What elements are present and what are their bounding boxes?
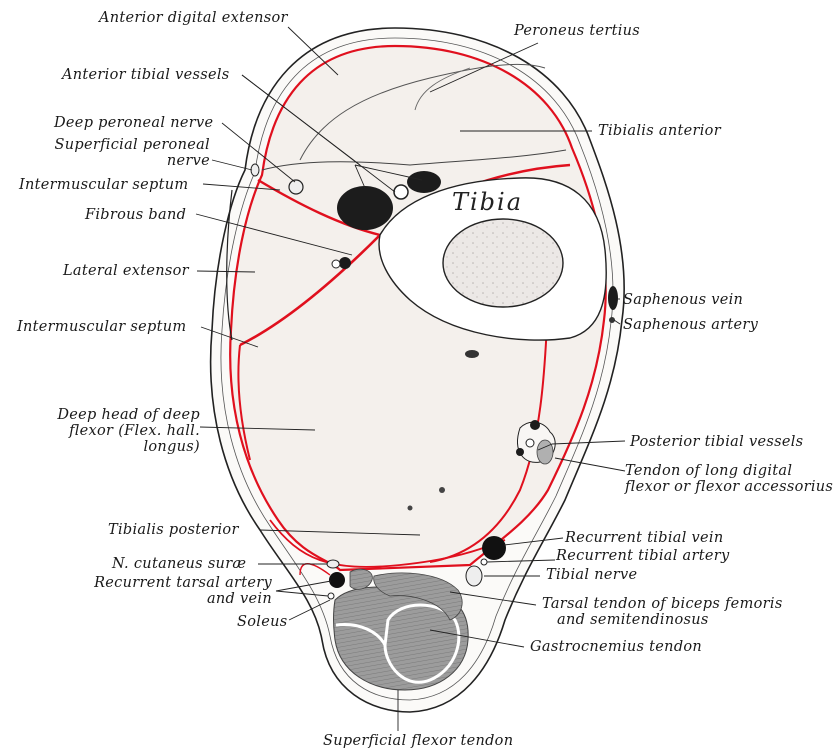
saphenous-artery-mark: [609, 317, 615, 323]
fibrous-band-vessel: [339, 257, 351, 269]
label-tarsal-tendon-line2: and semitendinosus: [557, 612, 709, 628]
label-deep-peroneal-nerve: Deep peroneal nerve: [54, 115, 214, 131]
label-recurrent-tarsal-line2: and vein: [206, 591, 272, 607]
label-recurrent-tibial-artery: Recurrent tibial artery: [556, 548, 730, 564]
label-tendon-long-digital-line2: flexor or flexor accessorius: [625, 479, 834, 495]
leader-lines: [195, 26, 626, 731]
recurrent-tarsal-artery-mark: [327, 592, 335, 600]
label-superficial-peroneal-nerve: Superficial peroneal nerve: [46, 137, 210, 169]
lateral-septum: [239, 234, 381, 347]
label-tendon-long-digital-line1: Tendon of long digital: [625, 463, 793, 479]
label-superficial-flexor-tendon: Superficial flexor tendon: [323, 733, 514, 749]
label-recurrent-tibial-vein: Recurrent tibial vein: [565, 530, 724, 546]
recurrent-tarsal-vein-mark: [329, 572, 345, 588]
label-deep-head-line1: Deep head of deep: [57, 407, 200, 423]
posterior-tibial-artery-mark: [525, 438, 535, 448]
label-tibialis-anterior: Tibialis anterior: [598, 123, 721, 139]
label-n-cutaneus-surae: N. cutaneus suræ: [112, 556, 247, 572]
label-fibrous-band: Fibrous band: [85, 207, 187, 223]
label-gastrocnemius-tendon: Gastrocnemius tendon: [530, 639, 703, 655]
label-superficial-peroneal-nerve-line1: Superficial peroneal: [54, 137, 210, 153]
saphenous-vein-mark: [608, 286, 618, 310]
label-tendon-long-digital-flexor: Tendon of long digital flexor or flexor …: [625, 463, 833, 495]
label-recurrent-tarsal-artery-and-vein: Recurrent tarsal artery and vein: [76, 575, 272, 607]
anterior-tibial-vessel-large: [337, 186, 393, 230]
anterior-tibial-artery: [393, 184, 409, 200]
tibia-label: Tibia: [452, 188, 523, 216]
recurrent-tibial-vein-mark: [482, 536, 506, 560]
label-tibial-nerve: Tibial nerve: [546, 567, 638, 583]
label-anterior-tibial-vessels: Anterior tibial vessels: [62, 67, 230, 83]
superficial-peroneal-nerve-mark: [250, 163, 260, 177]
label-deep-head-line3: longus): [143, 439, 200, 455]
label-peroneus-tertius: Peroneus tertius: [514, 23, 641, 39]
label-soleus: Soleus: [237, 614, 288, 630]
label-saphenous-vein: Saphenous vein: [623, 292, 744, 308]
anterior-tibial-vessel-small: [407, 171, 441, 193]
gastrocnemius-tendon-shape: [383, 603, 461, 684]
label-intermuscular-septum-lower: Intermuscular septum: [17, 319, 187, 335]
label-tibialis-posterior: Tibialis posterior: [108, 522, 239, 538]
label-deep-head-line2: flexor (Flex. hall.: [69, 423, 200, 439]
tibial-nerve-mark: [465, 565, 483, 587]
label-lateral-extensor: Lateral extensor: [63, 263, 189, 279]
recurrent-tibial-artery-mark: [480, 558, 488, 566]
label-tarsal-tendon: Tarsal tendon of biceps femoris and semi…: [542, 596, 783, 628]
label-deep-head-of-deep-flexor: Deep head of deep flexor (Flex. hall. lo…: [40, 407, 200, 455]
subcutaneous-outline: [220, 37, 614, 701]
peroneus-tertius-shape: [299, 63, 546, 161]
label-recurrent-tarsal-line1: Recurrent tarsal artery: [94, 575, 272, 591]
n-cutaneus-surae-mark: [326, 559, 340, 569]
posterior-tibial-vein-mark: [530, 420, 540, 430]
soleus-shape: [349, 568, 373, 590]
label-tarsal-tendon-line1: Tarsal tendon of biceps femoris: [542, 596, 783, 612]
label-saphenous-artery: Saphenous artery: [623, 317, 759, 333]
tibia-marrow: [442, 218, 564, 308]
label-posterior-tibial-vessels: Posterior tibial vessels: [630, 434, 804, 450]
label-anterior-digital-extensor: Anterior digital extensor: [99, 10, 288, 26]
label-superficial-peroneal-nerve-line2: nerve: [166, 153, 210, 169]
posterior-fascia: [269, 519, 506, 568]
long-digital-flexor-tendon-mark: [536, 439, 554, 465]
label-intermuscular-septum-upper: Intermuscular septum: [19, 177, 189, 193]
deep-peroneal-nerve-mark: [288, 179, 304, 195]
tarsal-tendon-shape: [373, 572, 463, 621]
muscle-mass: [229, 44, 607, 572]
